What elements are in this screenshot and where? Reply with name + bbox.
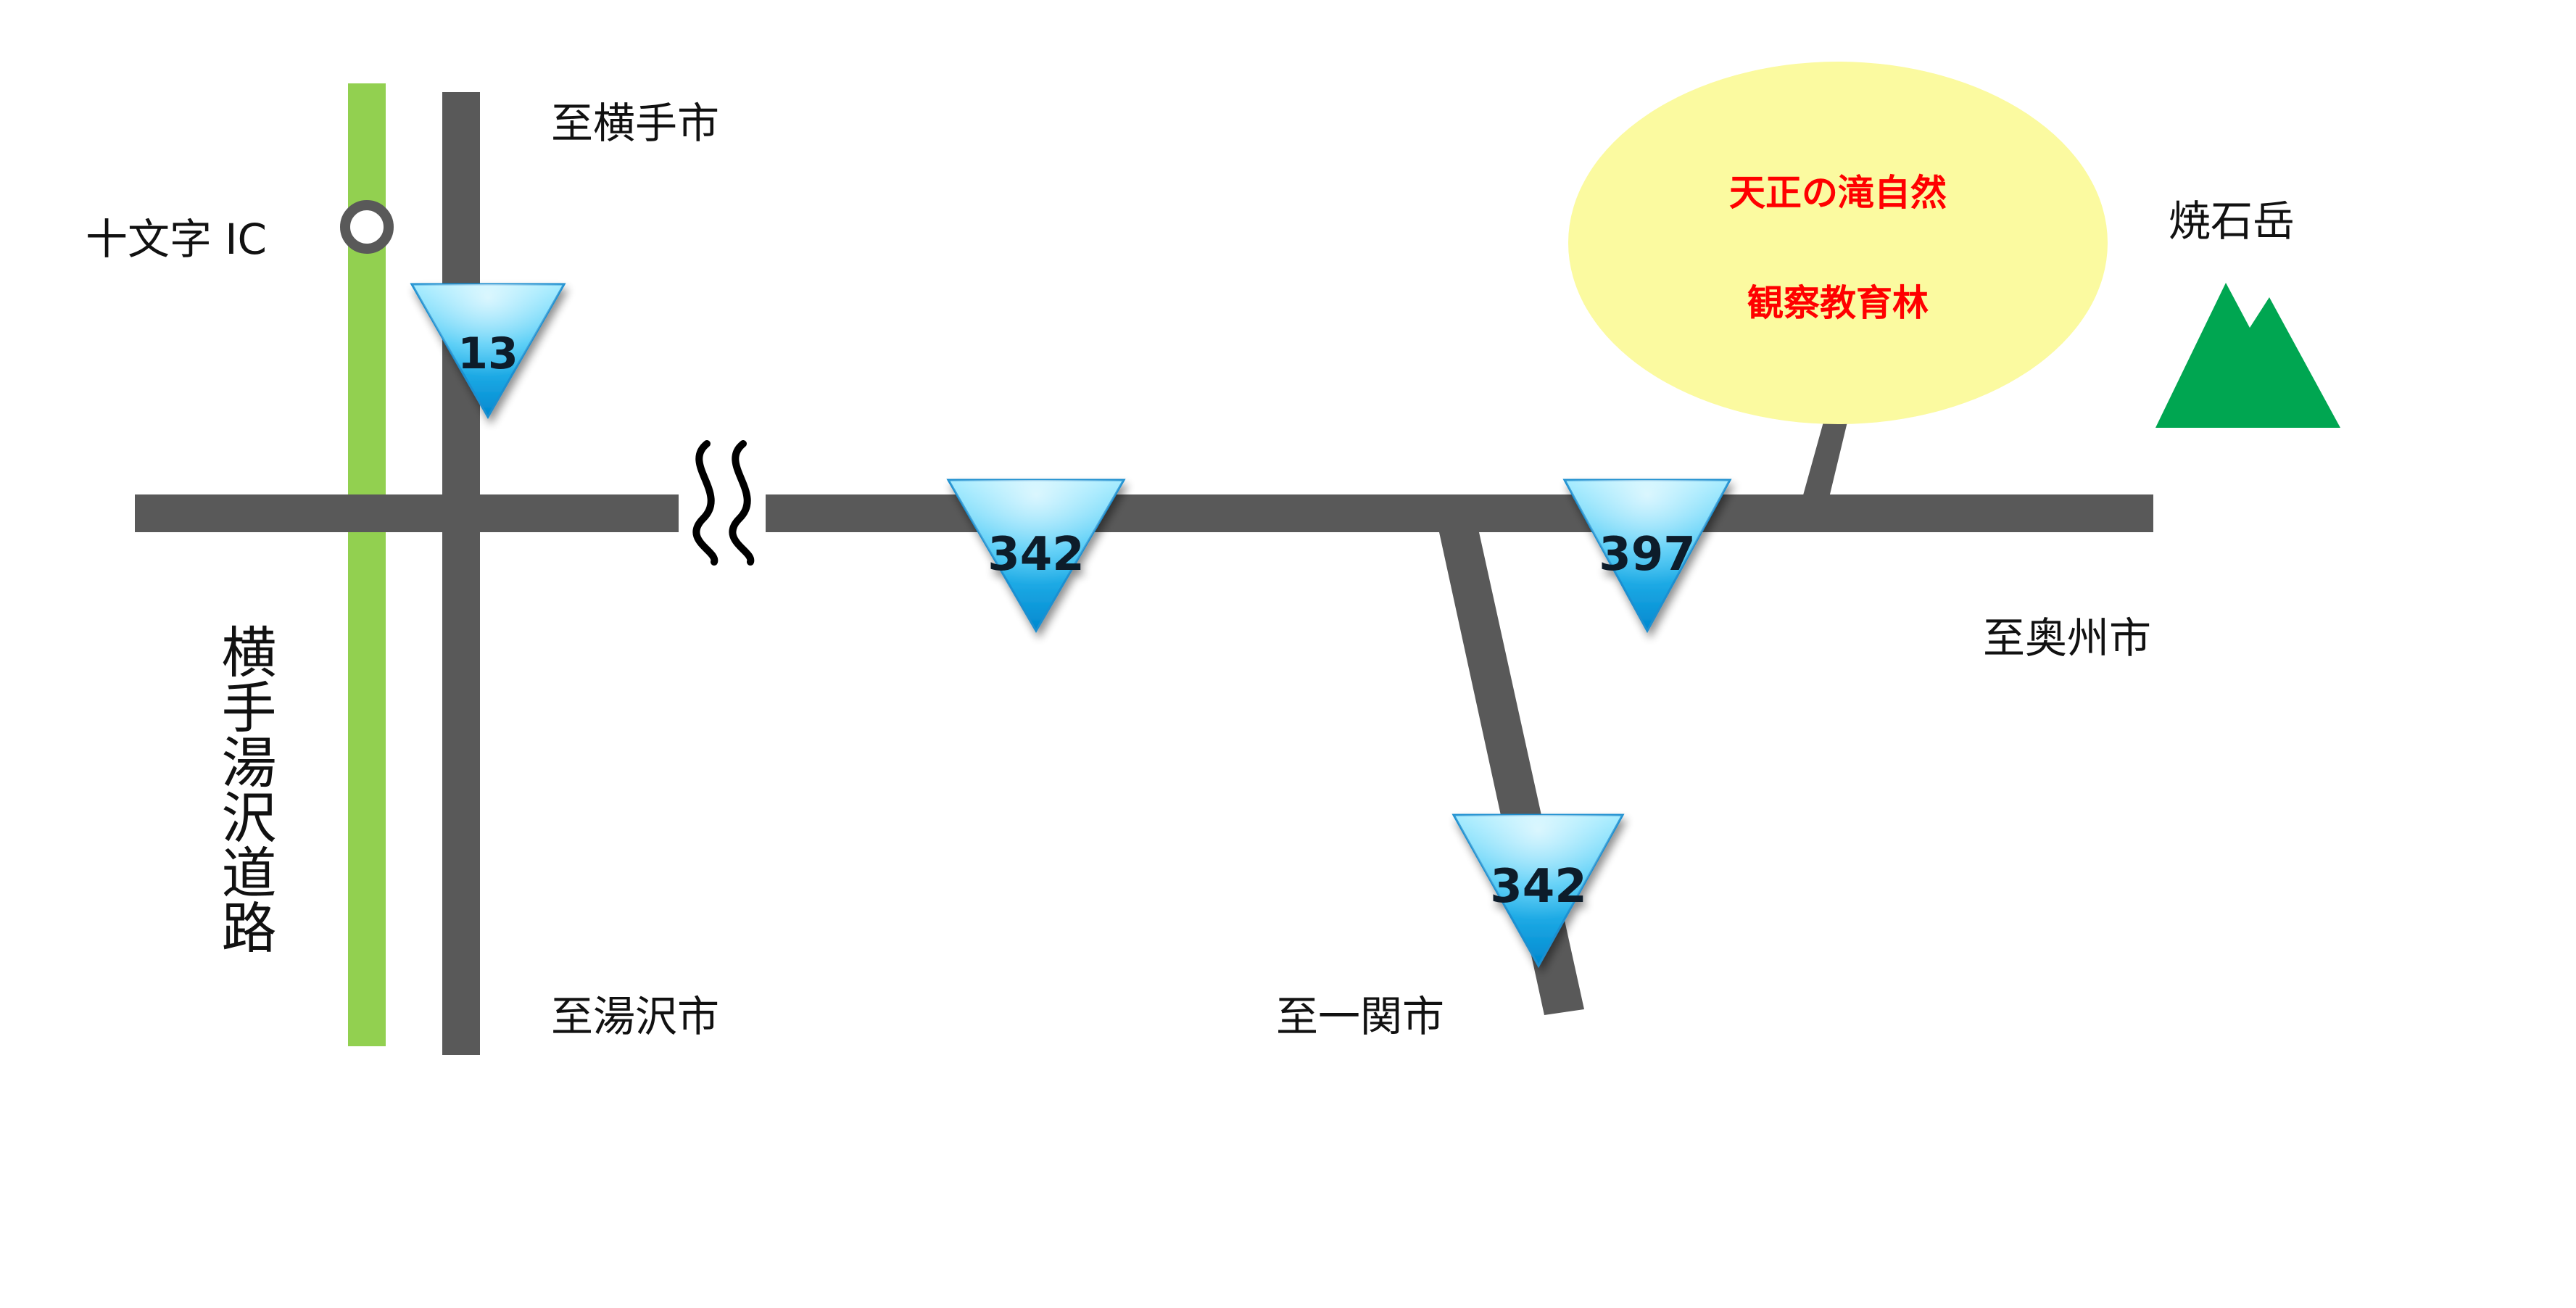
road-south-branch — [1439, 532, 1584, 1015]
route-marker-13: 13 — [410, 283, 566, 420]
route-number-342-main: 342 — [987, 528, 1085, 581]
route-marker-397: 397 — [1562, 479, 1732, 634]
road-main-east-west — [135, 494, 2153, 532]
label-to-ichinoseki: 至一関市 — [1276, 992, 1444, 1041]
label-to-yokote: 至横手市 — [551, 99, 719, 148]
mountain-name: 焼石岳 — [2169, 196, 2295, 246]
label-jumonji-ic: 十文字 IC — [86, 215, 267, 264]
destination-name-line1: 天正の滝自然 — [1729, 172, 1947, 214]
destination-name-line2: 観察教育林 — [1747, 282, 1929, 324]
label-expressway-name: 横手湯沢道路 — [212, 624, 277, 954]
road-break-wavy-icon — [679, 435, 766, 566]
interchange-circle-icon — [340, 200, 394, 254]
label-to-yuzawa: 至湯沢市 — [551, 992, 719, 1041]
label-to-oshu: 至奥州市 — [1983, 613, 2151, 663]
mountain-icon — [2155, 283, 2340, 428]
destination-bubble — [1568, 62, 2108, 424]
route-number-342-south: 342 — [1490, 860, 1587, 914]
route-number-13: 13 — [457, 328, 518, 379]
road-spur-to-forest — [1802, 417, 1847, 500]
road-north-south — [442, 92, 480, 1055]
route-number-397: 397 — [1599, 528, 1696, 581]
route-marker-342-south: 342 — [1451, 814, 1625, 969]
route-marker-342-main: 342 — [946, 479, 1126, 633]
